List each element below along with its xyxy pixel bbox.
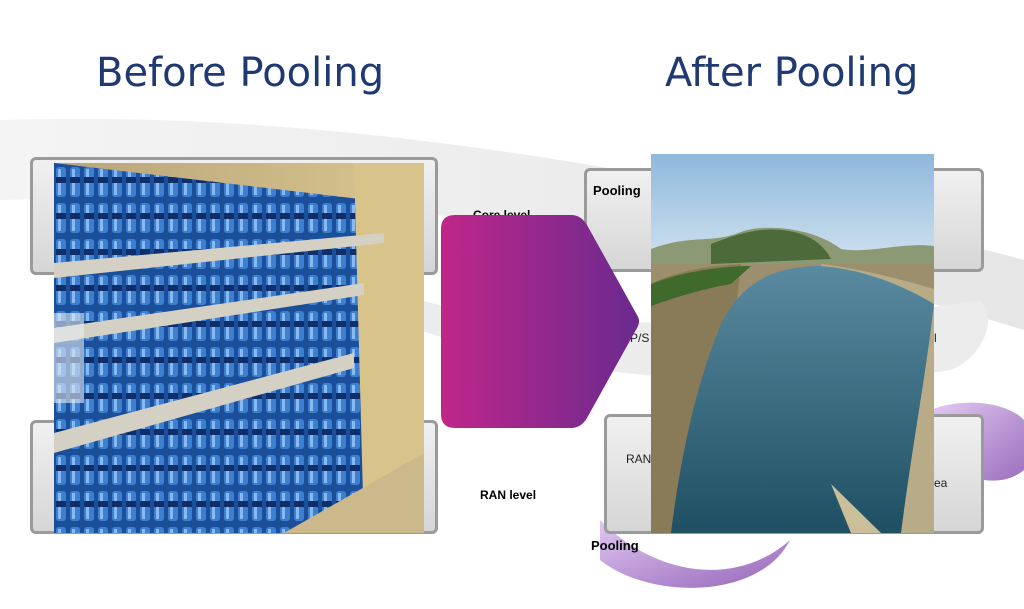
title-before-pooling: Before Pooling xyxy=(96,50,385,96)
transition-arrow xyxy=(441,215,639,428)
p-s-fragment: P/S xyxy=(630,331,650,345)
ea-fragment: ea xyxy=(934,476,948,490)
canal-landscape-photo xyxy=(651,154,934,533)
pooling-label-top: Pooling xyxy=(593,183,641,198)
bottled-water-shelves-photo xyxy=(54,163,424,533)
title-after-pooling: After Pooling xyxy=(665,50,919,96)
ran-level-label: RAN level xyxy=(480,488,537,502)
pooling-label-bottom: Pooling xyxy=(591,538,639,553)
ran-fragment: RAN xyxy=(626,452,652,466)
l-fragment: l xyxy=(934,331,937,345)
